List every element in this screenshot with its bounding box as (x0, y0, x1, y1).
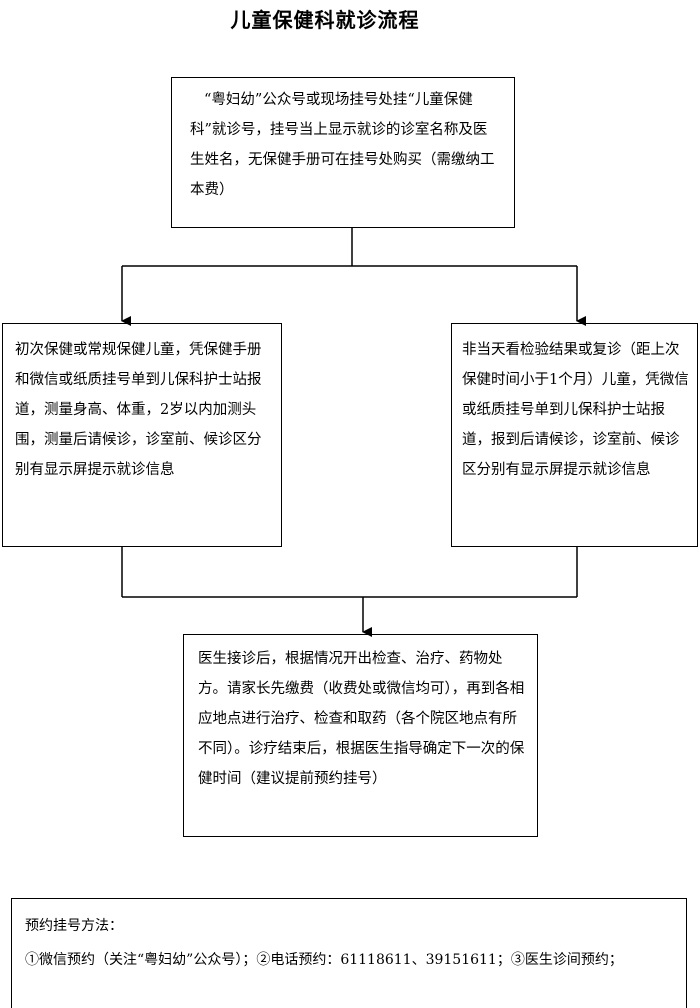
registration-step-box: “粤妇幼”公众号或现场挂号处挂“儿童保健科”就诊号，挂号当上显示就诊的诊室名称及… (171, 77, 515, 228)
follow-up-step-box: 非当天看检验结果或复诊（距上次保健时间小于1个月）儿童，凭微信或纸质挂号单到儿保… (451, 323, 698, 547)
registration-step-text: “粤妇幼”公众号或现场挂号处挂“儿童保健科”就诊号，挂号当上显示就诊的诊室名称及… (190, 92, 495, 198)
first-visit-step-box: 初次保健或常规保健儿童，凭保健手册和微信或纸质挂号单到儿保科护士站报道，测量身高… (2, 323, 282, 547)
doctor-step-box: 医生接诊后，根据情况开出检查、治疗、药物处方。请家长先缴费（收费处或微信均可），… (183, 634, 538, 837)
follow-up-step-text: 非当天看检验结果或复诊（距上次保健时间小于1个月）儿童，凭微信或纸质挂号单到儿保… (462, 342, 689, 478)
first-visit-step-text: 初次保健或常规保健儿童，凭保健手册和微信或纸质挂号单到儿保科护士站报道，测量身高… (15, 342, 262, 478)
page-title: 儿童保健科就诊流程 (230, 8, 420, 32)
doctor-step-text: 医生接诊后，根据情况开出检查、治疗、药物处方。请家长先缴费（收费处或微信均可），… (198, 651, 525, 787)
appointment-methods-text: ①微信预约（关注“粤妇幼”公众号）；②电话预约：61118611、3915161… (25, 952, 623, 968)
appointment-heading: 预约挂号方法： (25, 918, 123, 934)
appointment-methods-box: 预约挂号方法： ①微信预约（关注“粤妇幼”公众号）；②电话预约：61118611… (11, 898, 687, 1008)
